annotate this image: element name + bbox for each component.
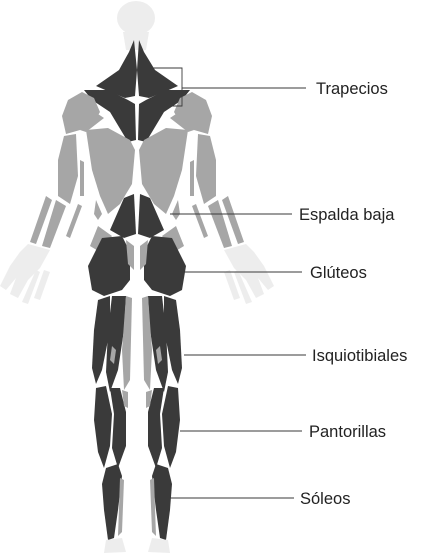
muscle-trapezius-mid-left <box>84 90 136 142</box>
label-trapecios: Trapecios <box>316 80 388 98</box>
muscle-trapezius-right <box>137 40 178 98</box>
muscle-hamstring-left-outer <box>92 296 110 384</box>
head <box>117 1 155 50</box>
muscle-hamstring-left-inner <box>106 296 126 392</box>
muscle-trapezius-mid-right <box>138 90 190 142</box>
label-soleos: Sóleos <box>300 490 350 508</box>
muscle-glute-right <box>144 236 186 296</box>
muscle-soleus-left <box>102 464 122 540</box>
muscle-hamstring-right-outer <box>164 296 182 384</box>
muscle-lower-back-right <box>138 194 164 238</box>
muscle-lats-right <box>139 128 188 214</box>
muscle-soleus-right <box>152 464 172 540</box>
label-isquiotibiales: Isquiotibiales <box>312 347 407 365</box>
muscle-lower-back-left <box>110 194 136 238</box>
muscle-calf-right-outer <box>162 386 180 468</box>
label-gluteos: Glúteos <box>310 264 367 282</box>
arm-right <box>190 134 274 304</box>
label-espalda-baja: Espalda baja <box>299 206 395 224</box>
arm-left <box>0 134 84 304</box>
leader-lines <box>152 67 306 499</box>
muscle-calf-right-inner <box>148 388 164 468</box>
foot-right <box>148 538 170 553</box>
foot-left <box>104 538 126 553</box>
muscle-trapezius-left <box>96 40 137 98</box>
muscle-calf-left-outer <box>94 386 112 468</box>
muscle-hamstring-right-inner <box>148 296 168 392</box>
muscle-calf-left-inner <box>110 388 126 468</box>
muscle-lats-left <box>86 128 135 214</box>
muscle-glute-left <box>88 236 130 296</box>
label-pantorrillas: Pantorillas <box>309 423 386 441</box>
